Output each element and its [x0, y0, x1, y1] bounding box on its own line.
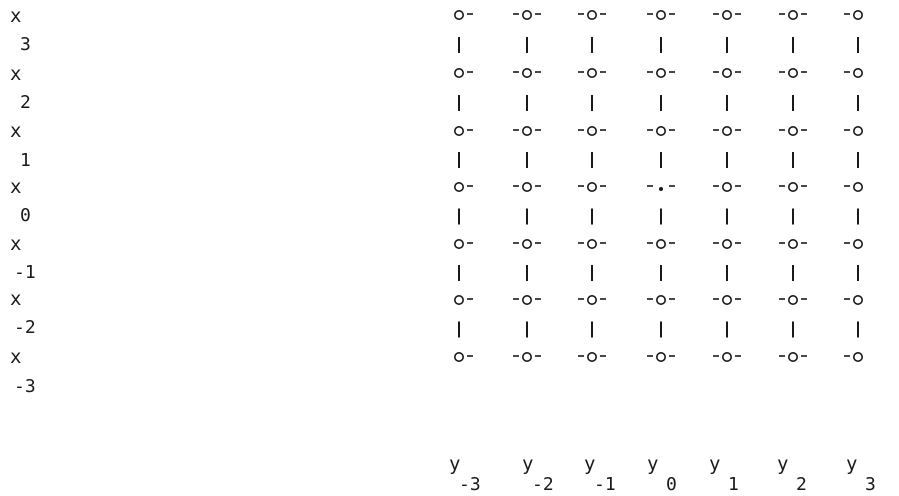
col-label-y-2-subscript: -2	[532, 474, 554, 495]
grid-node	[655, 351, 666, 362]
col-label-y3-subscript: 3	[865, 474, 876, 495]
row-label-x3: x	[10, 5, 21, 27]
grid-node	[453, 126, 464, 137]
grid-node	[586, 182, 597, 193]
grid-node	[852, 351, 863, 362]
grid-node	[453, 68, 464, 79]
grid-node	[586, 294, 597, 305]
row-label-x0: x	[10, 176, 21, 198]
grid-node	[655, 126, 666, 137]
grid-node	[721, 351, 732, 362]
col-label-y-1-subscript: -1	[594, 474, 616, 495]
row-label-x2-subscript: 2	[20, 92, 31, 113]
grid-node	[586, 126, 597, 137]
grid-node	[521, 10, 532, 20]
grid-node	[655, 239, 666, 250]
grid-node	[521, 239, 532, 250]
grid-node	[852, 126, 863, 137]
grid-node	[521, 182, 532, 193]
col-label-y3: y	[846, 453, 857, 475]
col-label-y0: y	[647, 453, 658, 475]
grid-node	[787, 239, 798, 250]
grid-node	[453, 182, 464, 193]
col-label-y-2: y	[522, 453, 533, 475]
grid-node	[721, 239, 732, 250]
grid-node	[721, 68, 732, 79]
grid-node	[453, 294, 464, 305]
grid-node	[852, 10, 863, 20]
row-label-x-3-subscript: -3	[14, 376, 36, 397]
col-label-y1-subscript: 1	[728, 474, 739, 495]
grid-node	[721, 10, 732, 20]
grid-node	[521, 294, 532, 305]
grid-node	[852, 68, 863, 79]
grid-node	[586, 351, 597, 362]
row-label-x-1-subscript: -1	[14, 262, 36, 283]
grid-node	[787, 68, 798, 79]
row-label-x-1: x	[10, 233, 21, 255]
col-label-y2-subscript: 2	[796, 474, 807, 495]
col-label-y0-subscript: 0	[666, 474, 677, 495]
col-label-y2: y	[777, 453, 788, 475]
grid-node	[721, 182, 732, 193]
grid-node	[586, 68, 597, 79]
col-label-y-3: y	[449, 453, 460, 475]
grid-node	[586, 10, 597, 20]
col-label-y1: y	[709, 453, 720, 475]
row-label-x1: x	[10, 120, 21, 142]
row-labels: x 3 x 2 x 1 x 0 x -1 x -2 x -3	[10, 5, 36, 397]
grid-node	[787, 351, 798, 362]
col-label-y-3-subscript: -3	[459, 474, 481, 495]
grid-node	[787, 182, 798, 193]
grid-node	[655, 10, 666, 20]
grid-node	[453, 351, 464, 362]
row-label-x1-subscript: 1	[20, 150, 31, 171]
grid-node	[655, 294, 666, 305]
grid-node	[787, 126, 798, 137]
grid-node	[852, 182, 863, 193]
col-label-y-1: y	[584, 453, 595, 475]
grid-node	[453, 239, 464, 250]
grid-node	[521, 68, 532, 79]
column-labels: y -3 y -2 y -1 y 0 y 1 y 2 y 3	[449, 453, 876, 495]
grid-node	[521, 126, 532, 137]
grid-node	[721, 294, 732, 305]
row-label-x3-subscript: 3	[20, 34, 31, 55]
grid-node-center	[659, 187, 663, 191]
grid-node	[787, 10, 798, 20]
grid-node	[521, 351, 532, 362]
row-label-x-2: x	[10, 288, 21, 310]
node-grid	[453, 10, 863, 362]
grid-node	[453, 10, 464, 20]
grid-node	[852, 239, 863, 250]
grid-node	[586, 239, 597, 250]
grid-node	[852, 294, 863, 305]
row-label-x0-subscript: 0	[20, 205, 31, 226]
row-label-x-2-subscript: -2	[14, 317, 36, 338]
grid-node	[787, 294, 798, 305]
row-label-x2: x	[10, 63, 21, 85]
grid-node	[655, 68, 666, 79]
row-label-x-3: x	[10, 346, 21, 368]
grid-node	[721, 126, 732, 137]
